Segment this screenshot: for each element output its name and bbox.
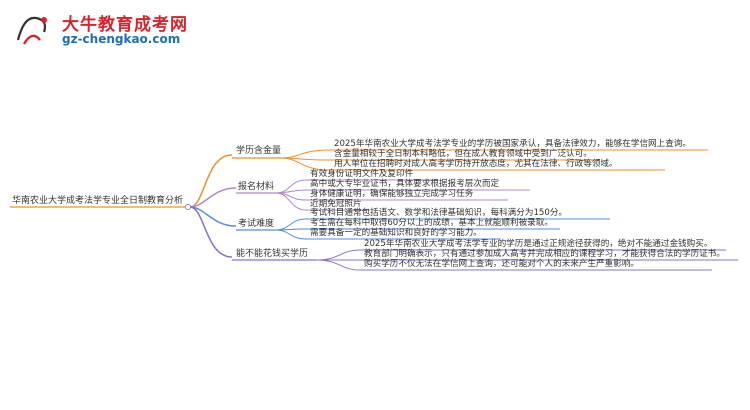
logo-title: 大牛教育成考网: [62, 15, 188, 35]
branch-degree-value-item: 用人单位在招聘时对成人高考学历持开放态度，尤其在法律、行政等领域。: [334, 159, 618, 169]
mindmap-root: 华南农业大学成考法学专业全日制教育分析: [12, 196, 184, 206]
site-logo[interactable]: 大牛教育成考网 gz-chengkao.com: [8, 6, 188, 52]
branch-exam-difficulty-item: 需要具备一定的基础知识和良好的学习能力。: [310, 228, 482, 238]
branch-application-materials: 报名材料: [238, 182, 275, 192]
branch-degree-value-item: 2025年华南农业大学成考法学专业的学历被国家承认，具备法律效力，能够在学信网上…: [334, 139, 692, 149]
branch-application-materials-item: 有效身份证明文件及复印件: [310, 169, 414, 179]
branch-buy-degree-item: 教育部门明确表示，只有通过参加成人高考并完成相应的课程学习，才能获得合法的学历证…: [364, 249, 725, 259]
branch-application-materials-item: 近期免冠照片: [310, 199, 362, 209]
branch-exam-difficulty: 考试难度: [238, 219, 275, 229]
branch-exam-difficulty-item: 考试科目通常包括语文、数学和法律基础知识，每科满分为150分。: [310, 208, 568, 218]
branch-buy-degree: 能不能花钱买学历: [236, 249, 309, 259]
branch-application-materials-item: 高中或大专毕业证书，具体要求根据报考层次而定: [310, 179, 500, 189]
bull-logo-icon: [16, 16, 47, 45]
branch-application-materials-item: 身体健康证明，确保能够独立完成学习任务: [310, 189, 474, 199]
branch-buy-degree-item: 购买学历不仅无法在学信网上查询，还可能对个人的未来产生严重影响。: [364, 259, 640, 269]
branch-degree-value-item: 含金量相较于全日制本科略低，但在成人教育领域中受到广泛认可。: [334, 149, 592, 159]
branch-exam-difficulty-item: 考生需在每科中取得60分以上的成绩，基本上就能顺利被录取。: [310, 218, 553, 228]
logo-url: gz-chengkao.com: [62, 32, 181, 46]
branch-buy-degree-item: 2025年华南农业大学成考法学专业的学历是通过正规途径获得的，绝对不能通过金钱购…: [364, 239, 713, 249]
branch-degree-value: 学历含金量: [236, 146, 282, 156]
